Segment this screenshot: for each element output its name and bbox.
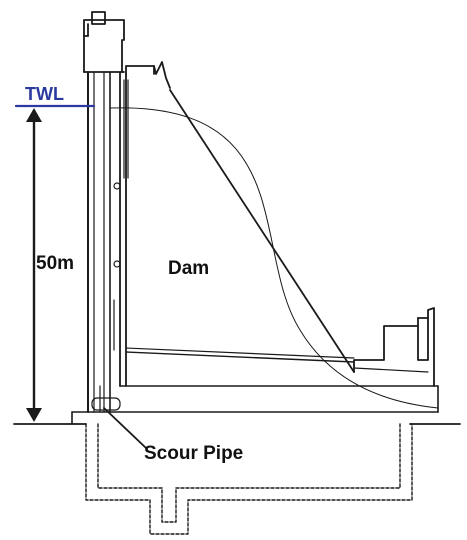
twl-label: TWL bbox=[25, 84, 64, 104]
foundation-outline bbox=[85, 423, 413, 535]
height-label: 50m bbox=[36, 253, 75, 274]
tower-pipework bbox=[91, 79, 129, 413]
outlet-tower bbox=[83, 11, 125, 413]
seepage-line bbox=[109, 107, 439, 409]
scour-pipe-label: Scour Pipe bbox=[144, 443, 244, 464]
dam-label: Dam bbox=[168, 258, 210, 279]
dam-body bbox=[125, 61, 355, 387]
height-arrow-head-bottom bbox=[26, 408, 42, 422]
base-slab bbox=[71, 385, 439, 425]
height-arrow-head-top bbox=[26, 108, 42, 122]
scour-pipe-leader bbox=[103, 407, 147, 449]
downstream-structure bbox=[125, 307, 435, 387]
